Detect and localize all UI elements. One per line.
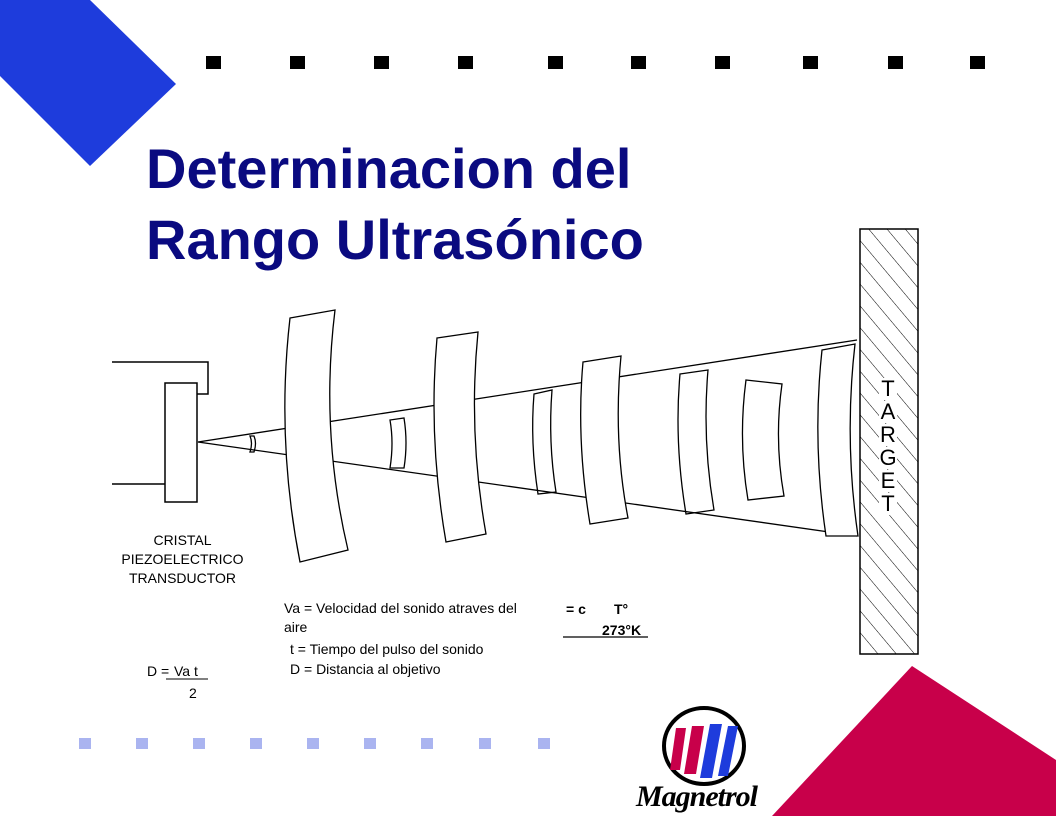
legend-t-line: t = Tiempo del pulso del sonido (290, 641, 484, 657)
target-letter: G (879, 445, 897, 470)
dot (421, 738, 433, 749)
legend-d-line: D = Distancia al objetivo (290, 661, 441, 677)
wavefront (580, 355, 629, 525)
wavefront (741, 379, 785, 501)
red-corner-shape (772, 666, 1056, 816)
dot (631, 56, 646, 69)
dot (79, 738, 91, 749)
wavefront (389, 417, 407, 469)
target-letter: T (879, 378, 897, 400)
speed-formula-denominator: 273°K (602, 622, 642, 638)
target-letter: E (879, 468, 897, 493)
dot (374, 56, 389, 69)
speed-formula-eq-c: = c (566, 601, 586, 617)
target-letter: A (879, 399, 897, 424)
dot (538, 738, 550, 749)
top-dot-row (206, 56, 985, 69)
wavefront (677, 369, 715, 515)
dot (970, 56, 985, 69)
wavefront (532, 389, 557, 495)
transducer-label-line-1: CRISTAL (153, 532, 212, 548)
dot (290, 56, 305, 69)
dot (307, 738, 319, 749)
dot (803, 56, 818, 69)
ultrasonic-beam (197, 309, 859, 563)
dot (548, 56, 563, 69)
legend-va-line-2: aire (284, 619, 308, 635)
dot (715, 56, 730, 69)
wavefront (249, 435, 257, 453)
target-wall (859, 228, 919, 655)
page-title-line-2: Rango Ultrasónico (146, 208, 644, 271)
legend-va-line-1: Va = Velocidad del sonido atraves del (284, 600, 517, 616)
dot (193, 738, 205, 749)
distance-formula-lhs: D = (147, 663, 170, 679)
transducer-label-line-3: TRANSDUCTOR (128, 570, 237, 586)
transducer-label-line-2: PIEZOELECTRICO (121, 551, 244, 567)
dot (458, 56, 473, 69)
transducer-label: CRISTAL PIEZOELECTRICO TRANSDUCTOR (110, 531, 255, 588)
wavefront (433, 331, 487, 543)
dot (250, 738, 262, 749)
distance-formula-denominator: 2 (189, 685, 197, 701)
dot (206, 56, 221, 69)
magnetrol-logo-text: Magnetrol (636, 780, 758, 813)
dot (888, 56, 903, 69)
piezo-crystal (164, 382, 198, 503)
target-letter: T (879, 493, 897, 515)
blue-corner-shape (0, 0, 176, 166)
page-title-line-1: Determinacion del (146, 137, 632, 200)
target-letter: R (879, 422, 897, 447)
dot (479, 738, 491, 749)
wavefront (817, 343, 859, 537)
magnetrol-logo-mark (662, 706, 746, 786)
wavefront (284, 309, 349, 563)
speed-formula-numerator: T° (614, 601, 629, 617)
transducer-wire-top (112, 361, 209, 395)
dot (364, 738, 376, 749)
bottom-dot-row (79, 738, 550, 749)
dot (136, 738, 148, 749)
distance-formula-numerator: Va t (174, 663, 198, 679)
transducer (112, 361, 209, 503)
